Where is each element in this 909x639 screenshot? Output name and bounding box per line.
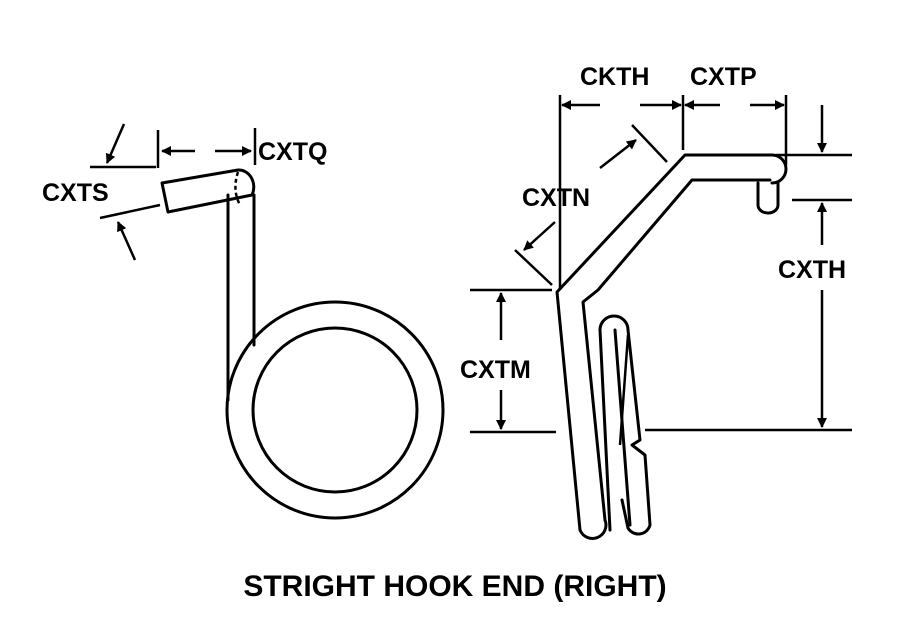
label-cxts: CXTS	[42, 179, 109, 207]
label-cxth: CXTH	[778, 256, 846, 284]
dimension-cxtm: CXTM	[460, 288, 556, 434]
label-ckth: CKTH	[580, 63, 649, 91]
label-cxtm: CXTM	[460, 356, 531, 384]
diagram-title: STRIGHT HOOK END (RIGHT)	[243, 570, 666, 603]
dimension-cxth: CXTH	[645, 105, 852, 432]
label-cxtn: CXTN	[522, 184, 590, 212]
label-cxtq: CXTQ	[258, 138, 327, 166]
dimension-cxtq: CXTQ	[156, 128, 327, 168]
dimension-ckth-cxtp: CKTH CXTP	[558, 63, 788, 290]
left-spring-front-view	[160, 168, 445, 520]
label-cxtp: CXTP	[690, 63, 757, 91]
dimension-cxts: CXTS	[42, 123, 161, 261]
right-spring-side-view	[555, 153, 788, 540]
dimension-cxtn: CXTN	[514, 124, 668, 286]
